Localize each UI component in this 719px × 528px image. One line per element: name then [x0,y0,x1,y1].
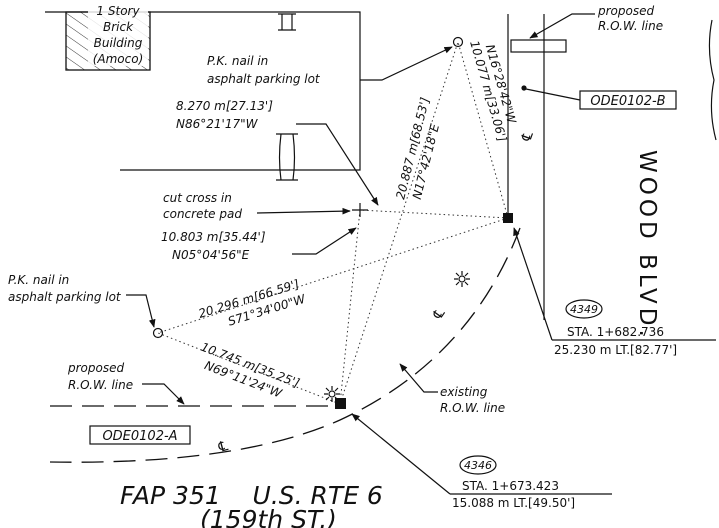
cut-cross-line1: cut cross in [163,191,232,205]
leader-pk-nail-top [360,46,453,81]
centerline-symbol-3: ℄ [216,438,230,456]
curb-stop-top [278,13,296,31]
tie6-label: 10.745 m[35.25'] N69°11'24"W [199,340,302,401]
curb-stop-bottom [276,133,298,181]
control-point-a-marker [335,398,346,409]
leader-pk-nail-left [126,294,156,328]
leader-station-4346 [351,413,451,495]
edge-sign-fragment [708,19,717,141]
row-marker-rect [510,39,567,53]
control-point-b-marker [503,213,513,223]
cut-cross-line2: concrete pad [163,207,242,221]
centerline-symbol-1: ℄ [518,129,536,144]
pk-nail-top-line1: P.K. nail in [207,54,268,68]
tie1-distance: 8.270 m[27.13'] [176,99,273,113]
lot-outline [45,11,361,171]
proposed-row-top-line2: R.O.W. line [598,19,663,33]
station-4349-sta: STA. 1+682.736 [567,325,664,339]
leader-tie2 [292,227,357,255]
road-name-route-line1: FAP 351 U.S. RTE 6 [120,481,383,510]
building-label-line4: (Amoco) [93,52,144,66]
control-point-b-label: ODE0102-B [590,94,665,109]
tie2-bearing: N05°04'56"E [172,248,250,262]
building-label: 1 Story Brick Building (Amoco) [88,4,148,66]
station-4346-sta: STA. 1+673.423 [462,479,559,493]
station-4346-number: 4346 [464,459,492,472]
tie2-distance: 10.803 m[35.44'] [161,230,266,244]
proposed-row-top-line1: proposed [597,4,654,18]
road-name-wood-blvd: WOOD BLVD. [634,150,660,341]
tie4-label: 10.077 m[33.06'] N16°28'42"W [467,39,519,144]
light-symbol-2 [324,386,340,402]
proposed-row-left-line1: proposed [67,361,124,375]
light-symbol-1 [454,271,470,287]
tie1-bearing: N86°21'17"W [176,117,259,131]
pk-nail-left-marker [152,327,164,339]
tie5-label: 20.296 m[66.59'] S71°34'00"W [197,277,308,329]
control-point-a-box [89,425,191,445]
proposed-row-left-line2: R.O.W. line [68,378,133,392]
station-4349-offset: 25.230 m LT.[82.77'] [554,343,677,357]
station-4346-badge [459,455,497,475]
existing-row-line2: R.O.W. line [440,401,505,415]
pk-nail-top-marker [452,36,464,48]
cut-cross-marker [352,203,368,217]
pk-nail-left-line1: P.K. nail in [8,273,69,287]
leader-tie1 [296,123,379,206]
centerline-symbol-2: ℄ [430,306,449,323]
survey-ties [157,41,509,405]
tie3-label: 20.887 m[68.53'] N17°42'18"E [393,96,442,201]
row-point-marker [521,85,527,91]
leader-station-4349 [513,227,553,341]
leader-proposed-row-top [529,13,595,39]
leader-control-point-b [525,88,581,101]
existing-row-line [49,227,521,463]
building-label-line2: Brick [103,20,134,34]
road-name-route-line2: (159th ST.) [200,505,337,528]
control-point-a-label: ODE0102-A [102,429,177,444]
station-4346-offset: 15.088 m LT.[49.50'] [452,496,575,510]
existing-row-line1: existing [440,385,488,399]
station-4349-badge [565,299,603,319]
leader-existing-row [399,363,438,393]
building-label-line3: Building [94,36,143,50]
leader-proposed-row-left [142,383,185,405]
pk-nail-top-line2: asphalt parking lot [207,72,321,86]
building-label-line1: 1 Story [96,4,140,18]
station-4349-number: 4349 [570,303,598,316]
pk-nail-left-line2: asphalt parking lot [8,290,122,304]
leader-cut-cross [256,207,351,215]
